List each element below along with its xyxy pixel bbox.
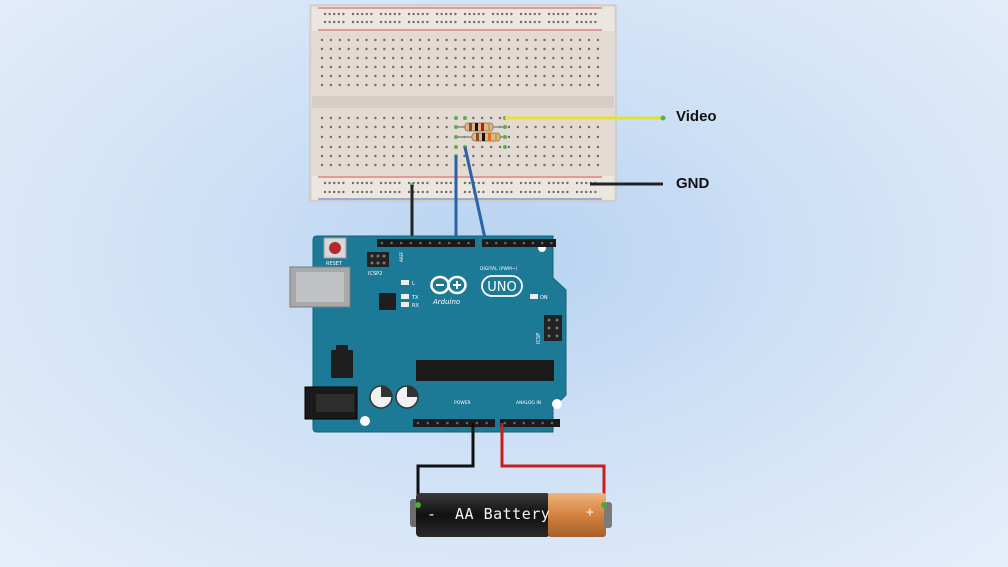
aref-label: AREF bbox=[399, 251, 404, 262]
breadboard-holes bbox=[320, 12, 600, 194]
analog-header bbox=[500, 419, 560, 427]
voltage-regulator bbox=[331, 350, 353, 378]
battery-positive-wire bbox=[500, 423, 606, 505]
aa-battery bbox=[410, 493, 612, 537]
icsp-header bbox=[544, 315, 562, 341]
bottom-power-rail bbox=[312, 176, 614, 200]
mounting-hole bbox=[360, 416, 370, 426]
brand-text: Arduino bbox=[432, 298, 460, 306]
digital-label: DIGITAL (PWM~) bbox=[480, 266, 518, 272]
icsp-label: ICSP bbox=[536, 333, 542, 344]
power-header bbox=[413, 419, 495, 427]
arduino-uno-board: RESET ICSP2 ICSP UNO Arduino DIGITAL (PW… bbox=[289, 235, 567, 433]
usb-chip bbox=[379, 293, 396, 310]
battery-positive-terminal bbox=[604, 502, 612, 528]
top-power-rail bbox=[312, 7, 614, 31]
led-rx bbox=[401, 302, 409, 307]
analog-label: ANALOG IN bbox=[516, 400, 541, 406]
video-wire-end bbox=[660, 115, 666, 121]
mounting-hole bbox=[552, 399, 562, 409]
atmega-chip bbox=[416, 360, 554, 381]
led-l bbox=[401, 280, 409, 285]
battery-cap bbox=[548, 493, 606, 537]
led-rx-label: RX bbox=[412, 303, 419, 309]
breadboard bbox=[309, 4, 617, 202]
resistor-1 bbox=[456, 122, 505, 132]
icsp2-header bbox=[367, 252, 389, 267]
battery-negative-wire bbox=[416, 423, 475, 505]
signal-wire-2 bbox=[463, 146, 488, 244]
led-on-label: ON bbox=[540, 295, 548, 301]
led-tx-label: TX bbox=[411, 295, 419, 301]
battery-label: AA Battery bbox=[455, 505, 551, 523]
breadboard-center-channel bbox=[312, 96, 614, 108]
gnd-label: GND bbox=[676, 175, 710, 192]
arduino-logo bbox=[430, 275, 523, 297]
led-tx bbox=[401, 294, 409, 299]
battery-plus-sign: + bbox=[586, 505, 594, 520]
battery-body bbox=[416, 493, 550, 537]
led-on bbox=[530, 294, 538, 299]
battery-minus-sign: - bbox=[427, 505, 437, 523]
digital-header-right bbox=[482, 239, 556, 247]
power-label: POWER bbox=[454, 400, 471, 406]
led-l-label: L bbox=[412, 281, 415, 287]
digital-header-left bbox=[377, 239, 475, 247]
video-label: Video bbox=[676, 108, 717, 125]
reset-label: RESET bbox=[326, 261, 343, 267]
resistor-2 bbox=[456, 132, 505, 142]
icsp2-label: ICSP2 bbox=[368, 271, 382, 277]
reset-button-cap bbox=[329, 242, 341, 254]
uno-logo-text: UNO bbox=[487, 280, 516, 295]
